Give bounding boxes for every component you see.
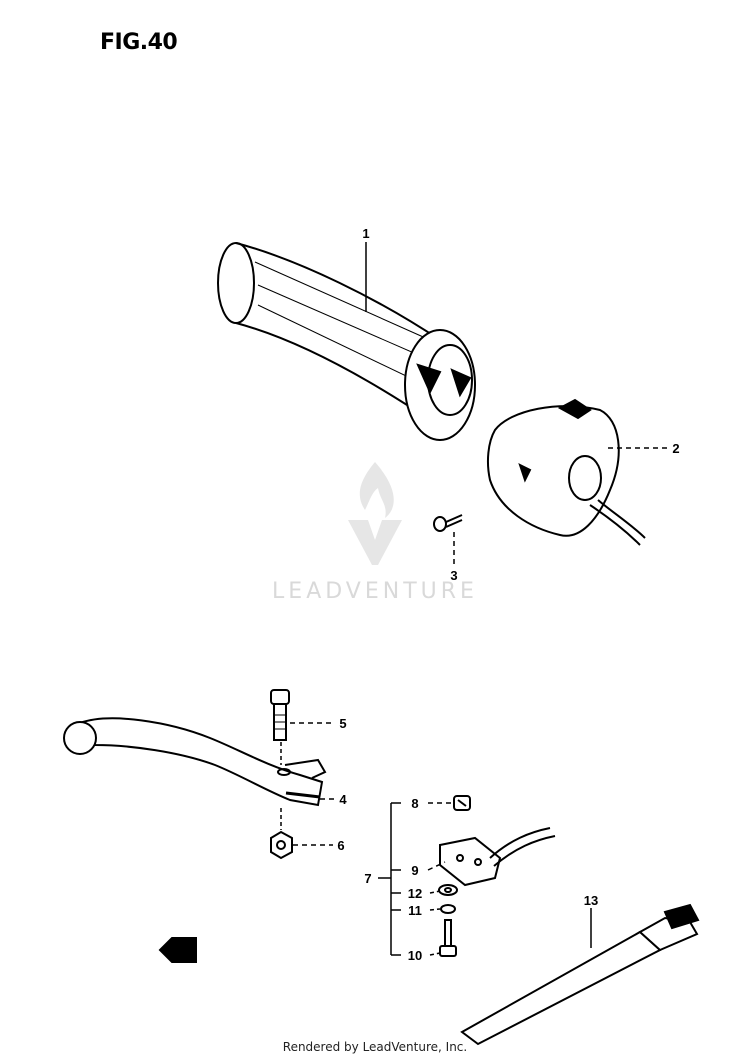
callout-5: 5 xyxy=(339,716,346,731)
callouts: 1 2 3 4 5 6 7 8 9 10 11 12 13 xyxy=(337,226,679,963)
watermark-v-icon xyxy=(348,520,402,565)
watermark: LEADVENTURE xyxy=(272,462,478,604)
bolt-drawing xyxy=(270,689,290,741)
callout-3: 3 xyxy=(450,568,457,583)
front-arrow-icon xyxy=(158,937,197,963)
callout-10: 10 xyxy=(408,948,422,963)
figure-title: FIG.40 xyxy=(100,30,178,55)
callout-11: 11 xyxy=(408,903,422,918)
clutch-switch-drawing xyxy=(439,827,556,887)
callout-13: 13 xyxy=(584,893,598,908)
lock-washer-drawing xyxy=(440,904,456,914)
switch-housing-drawing xyxy=(486,398,646,546)
callout-6: 6 xyxy=(337,838,344,853)
grip-drawing xyxy=(217,242,476,441)
callout-9: 9 xyxy=(411,863,418,878)
watermark-flame-icon xyxy=(359,462,394,518)
lever-drawing xyxy=(63,717,327,807)
callout-1: 1 xyxy=(362,226,369,241)
clip-drawing xyxy=(453,795,471,811)
small-screw-drawing xyxy=(439,919,457,957)
screw-drawing xyxy=(433,514,463,532)
nut-drawing xyxy=(270,830,293,860)
footer-credit: Rendered by LeadVenture, Inc. xyxy=(282,1040,468,1054)
leader-lines xyxy=(280,242,668,956)
callout-2: 2 xyxy=(672,441,679,456)
washer-drawing xyxy=(438,884,458,896)
cable-tie-drawing xyxy=(460,903,700,1046)
watermark-text: LEADVENTURE xyxy=(272,579,478,604)
callout-4: 4 xyxy=(339,792,347,807)
callout-7: 7 xyxy=(364,871,371,886)
callout-8: 8 xyxy=(411,796,418,811)
callout-12: 12 xyxy=(408,886,422,901)
